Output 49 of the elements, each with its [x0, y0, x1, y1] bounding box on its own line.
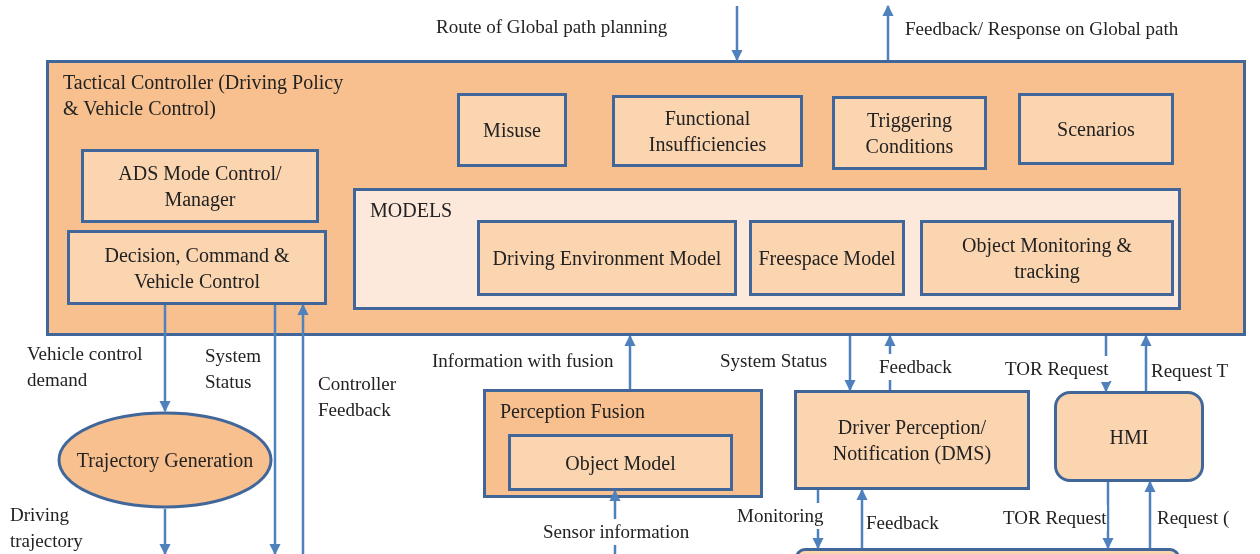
arrow — [624, 334, 636, 389]
process-box — [832, 96, 987, 170]
edge-label: TOR Request — [1003, 505, 1107, 531]
box-label: Object Model — [564, 450, 677, 476]
process-ellipse — [57, 411, 273, 509]
arrow — [269, 305, 281, 554]
process-box — [1018, 93, 1174, 165]
arrow — [297, 303, 309, 554]
box-label: Object Monitoring & tracking — [961, 233, 1133, 284]
arrow — [882, 4, 894, 60]
process-box — [612, 95, 803, 167]
group-box — [353, 188, 1181, 310]
group-title: Tactical Controller (Driving Policy & Vehicle Control) — [62, 70, 345, 121]
box-label: Misuse — [482, 118, 542, 143]
group-box — [483, 389, 763, 498]
arrow — [159, 305, 171, 413]
box-label: ADS Mode Control/ Manager — [117, 161, 283, 212]
arrow — [856, 488, 868, 548]
box-label: Decision, Command & Vehicle Control — [103, 242, 291, 294]
box-label: Trajectory Generation — [75, 448, 255, 473]
box-label: Triggering Conditions — [864, 108, 955, 159]
process-box — [457, 93, 567, 167]
edge-label: TOR Request — [1005, 356, 1109, 382]
edge-label: Monitoring — [737, 503, 824, 529]
process-box — [508, 434, 733, 491]
box-label: Scenarios — [1056, 117, 1136, 142]
box-label: HMI — [1108, 424, 1150, 450]
group-title: Perception Fusion — [499, 399, 646, 424]
arrow — [159, 509, 171, 554]
arrow — [1144, 480, 1156, 548]
arrow — [1140, 334, 1152, 391]
rounded-box — [1054, 391, 1204, 482]
box-label: Driver Perception/ Notification (DMS) — [831, 415, 993, 466]
process-box — [794, 390, 1030, 490]
process-box — [477, 220, 737, 296]
process-box — [81, 149, 319, 223]
group-title: MODELS — [369, 198, 454, 223]
edge-label: Sensor information — [543, 519, 690, 545]
process-box — [920, 220, 1174, 296]
container-box — [46, 60, 1246, 336]
box-label: Freespace Model — [757, 246, 897, 271]
edge-label: Feedback — [879, 354, 952, 380]
process-box — [749, 220, 905, 296]
arrow — [844, 336, 856, 392]
box-label: Driving Environment Model — [491, 246, 723, 271]
process-box — [67, 230, 327, 305]
arrow — [731, 6, 743, 62]
arrow — [1102, 482, 1114, 550]
box-label: Functional Insufficiencies — [647, 106, 768, 157]
